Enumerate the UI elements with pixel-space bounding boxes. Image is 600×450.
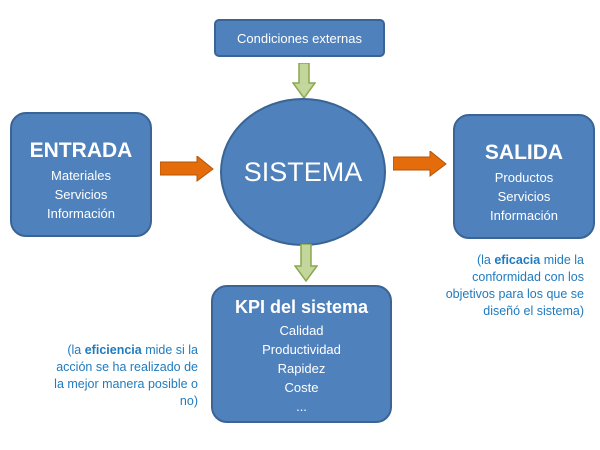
entrada-item: Servicios [54, 187, 108, 202]
kpi-item: ... [296, 399, 307, 414]
eficacia-keyword: eficacia [494, 253, 541, 267]
salida-box: SALIDA Productos Servicios Información [453, 114, 595, 239]
note-text: mide si la acción se ha realizado de la … [54, 343, 198, 408]
external-conditions-box: Condiciones externas [214, 19, 385, 57]
note-text: (la [67, 343, 85, 357]
entrada-title: ENTRADA [29, 139, 133, 162]
external-conditions-label: Condiciones externas [236, 30, 363, 46]
down-arrow-kpi-icon [294, 244, 318, 282]
entrada-box: ENTRADA Materiales Servicios Información [10, 112, 152, 237]
eficiencia-keyword: eficiencia [84, 343, 142, 357]
kpi-item: Rapidez [277, 361, 326, 376]
eficacia-note: (la eficacia mide la conformidad con los… [442, 252, 584, 320]
kpi-item: Calidad [279, 323, 324, 338]
right-arrow-entrada-icon [160, 156, 214, 182]
note-text: mide la conformidad con los objetivos pa… [445, 253, 584, 318]
salida-title: SALIDA [484, 141, 564, 164]
right-arrow-salida-icon [393, 151, 447, 177]
entrada-item: Información [47, 206, 115, 221]
kpi-item: Coste [284, 380, 319, 395]
salida-item: Información [490, 208, 558, 223]
sistema-label: SISTEMA [243, 156, 363, 187]
kpi-title: KPI del sistema [234, 297, 369, 317]
kpi-box: KPI del sistema Calidad Productividad Ra… [211, 285, 392, 423]
down-arrow-top-icon [292, 63, 316, 99]
eficiencia-note: (la eficiencia mide si la acción se ha r… [50, 342, 198, 410]
note-text: (la [476, 253, 495, 267]
salida-item: Servicios [497, 189, 551, 204]
sistema-ellipse: SISTEMA [220, 98, 386, 246]
kpi-item: Productividad [262, 342, 341, 357]
entrada-item: Materiales [51, 168, 111, 183]
salida-item: Productos [494, 170, 554, 185]
